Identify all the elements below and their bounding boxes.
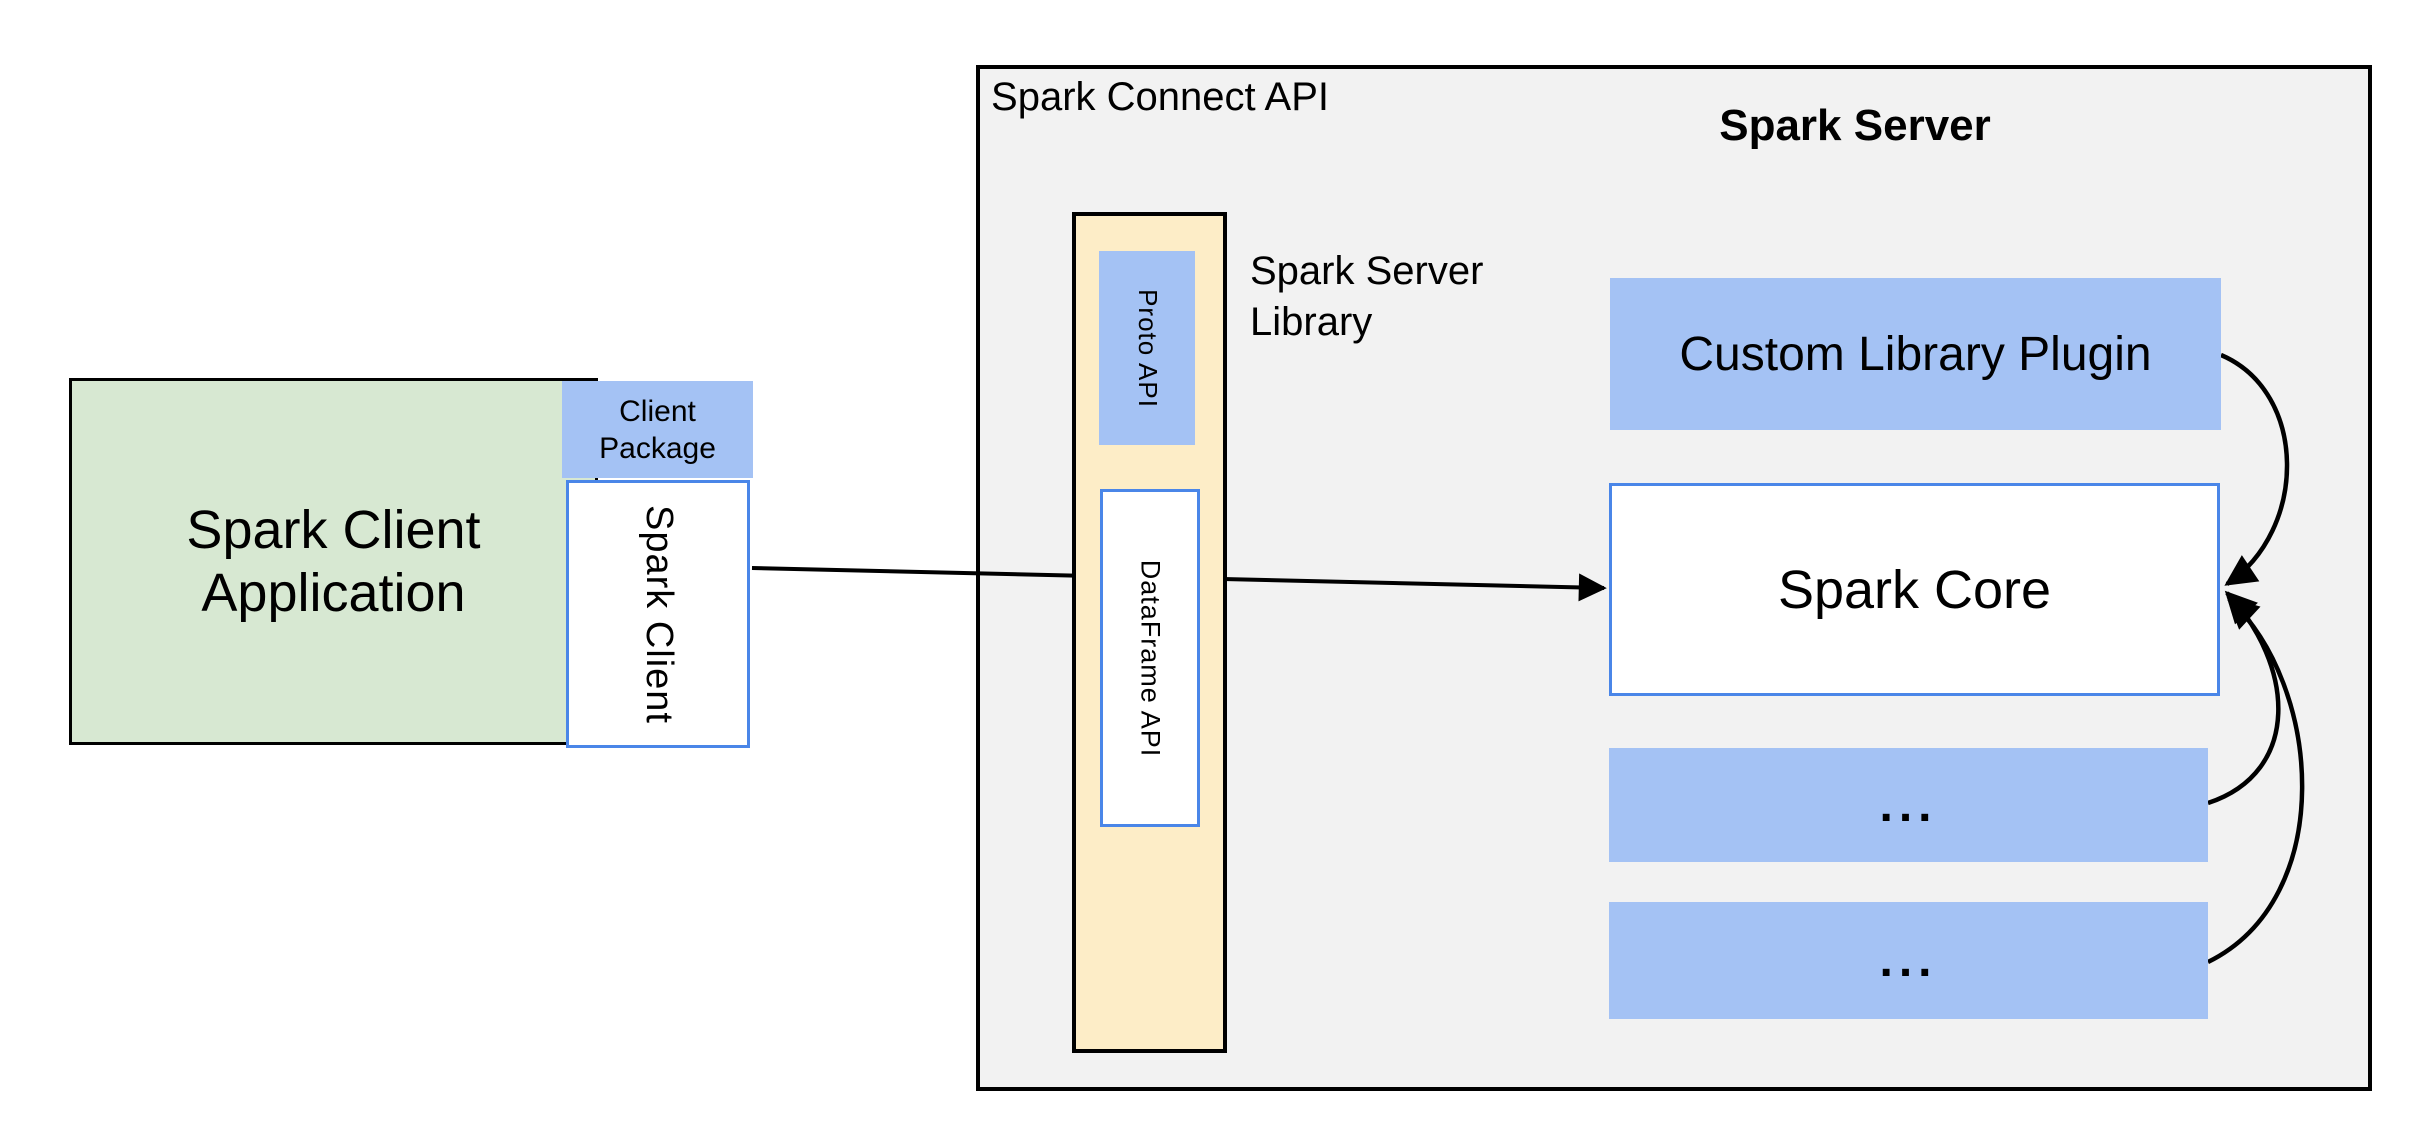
spark-core-box: Spark Core [1609,483,2220,696]
dataframe-api-label: DataFrame API [1135,559,1166,757]
spark-client-label: Spark Client [637,504,680,724]
client-package-label: Client Package [599,394,716,465]
client-package-box: Client Package [562,381,753,478]
plugin-placeholder-label-2: ... [1879,934,1938,987]
spark-client-box: Spark Client [566,480,750,748]
proto-api-box: Proto API [1099,251,1195,445]
plugin-placeholder-box-2: ... [1609,902,2208,1019]
plugin-placeholder-box-1: ... [1609,748,2208,862]
spark-client-application-label: Spark Client Application [186,499,481,623]
custom-library-plugin-box: Custom Library Plugin [1610,278,2221,430]
custom-library-plugin-label: Custom Library Plugin [1679,327,2152,381]
spark-client-application-box: Spark Client Application [69,378,598,745]
spark-server-library-label: Spark Server Library [1250,249,1484,344]
spark-core-label: Spark Core [1777,559,2052,620]
plugin-placeholder-label-1: ... [1879,778,1938,832]
proto-api-label: Proto API [1132,288,1163,408]
spark-server-title: Spark Server [1719,101,1991,150]
spark-connect-api-title: Spark Connect API [991,75,1329,119]
dataframe-api-box: DataFrame API [1100,489,1200,827]
